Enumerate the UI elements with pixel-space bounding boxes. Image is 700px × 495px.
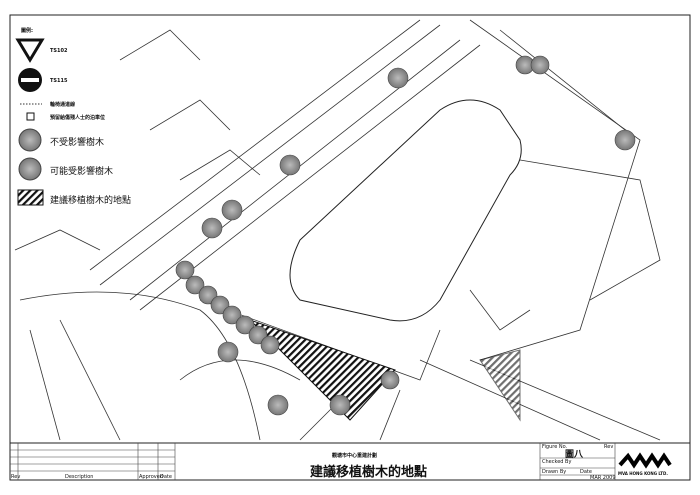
wheelchair-icon [26,112,35,121]
road-lines [14,19,661,441]
legend-title: 圖例: [21,28,33,34]
traffic-island [289,99,522,322]
legend-label: 可能受影響樹木 [50,167,114,177]
sheet-border [9,14,691,481]
legend-label: TS115 [50,78,68,84]
trees [175,55,636,416]
date-col: Date [160,474,172,480]
company-logo [618,452,672,469]
project-name: 觀塘市中心重建計劃 [332,453,378,459]
figure-no: 圖八 [565,450,584,460]
approved-col: Approved [139,474,163,480]
company-name: MVA HONG KONG LTD. [618,471,668,476]
figure-no-label: Figure No. [542,444,568,450]
give-way-sign-icon [15,38,45,63]
hatch-icon [17,189,44,206]
date-value: MAR 2009 [590,475,616,481]
legend-label: 輪椅通道線 [50,102,76,108]
legend-label: 預留給傷殘人士的泊車位 [50,115,106,121]
legend-label: 建議移植樹木的地點 [50,196,132,206]
title-block-grid [10,443,616,480]
tree-unaffected-icon [18,128,42,152]
drawing-title: 建議移植樹木的地點 [310,465,428,480]
checked-label: Checked By [542,459,572,465]
description-col: Description [65,474,94,480]
date-label: Date [580,469,592,475]
proposed-transplant-area [249,319,396,421]
drawn-label: Drawn By [542,469,567,475]
tree-affected-icon [18,157,42,181]
legend-label: 不受影響樹木 [50,138,105,148]
rev-label: Rev [604,444,614,450]
rev-col: Rev [11,474,21,480]
hatched-area-2 [479,349,521,422]
legend-label: TS102 [50,48,68,54]
